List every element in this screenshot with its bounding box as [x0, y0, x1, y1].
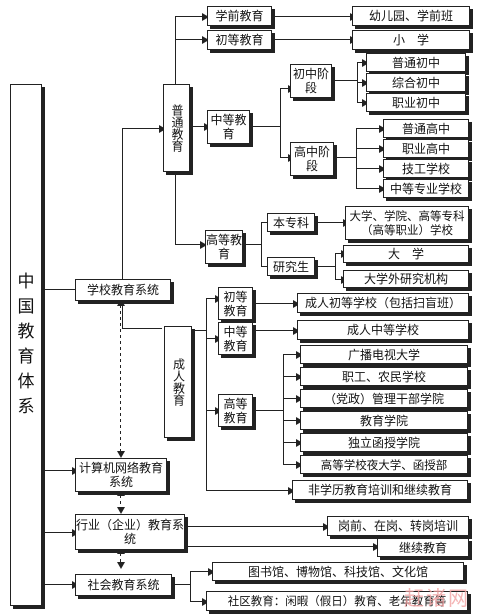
higher-box: 高等教育 [205, 230, 243, 264]
junior-target-2: 综合初中 [366, 73, 466, 92]
preschool-target-box: 幼儿园、学前班 [352, 6, 470, 26]
adult-higher-target-2: 职工、农民学校 [300, 367, 468, 386]
general-edu-box: 普通教育 [163, 84, 190, 172]
junior-target-1: 普通初中 [366, 53, 466, 72]
preschool-box: 学前教育 [207, 6, 272, 26]
adult-higher-target-1: 广播电视大学 [300, 345, 468, 364]
graduate-box: 研究生 [267, 257, 315, 276]
adult-edu-box: 成人教育 [164, 326, 192, 438]
adult-higher-target-6: 高等学校夜大学、函授部 [300, 455, 468, 474]
watermark-logo: 赶诸网 [404, 586, 470, 610]
adult-higher-target-4: 教育学院 [300, 411, 468, 430]
undergrad-target-box: 大学、学院、高等专科（高等职业）学校 [345, 206, 469, 240]
root-box: 中国教育体系 [10, 84, 42, 606]
secondary-box: 中等教育 [207, 110, 250, 144]
adult-higher-target-5: 独立函授学院 [300, 433, 468, 452]
adult-primary-target: 成人初等学校（包括扫盲班） [297, 293, 469, 313]
undergrad-box: 本专科 [267, 213, 315, 232]
senior-box: 高中阶段 [290, 142, 334, 176]
industry-target-1: 岗前、在岗、转岗培训 [327, 516, 469, 536]
social-target-2: 社区教育：闲暇（假日）教育、老年教育等 [206, 591, 468, 611]
senior-target-4: 中等专业学校 [383, 179, 469, 198]
school-system-box: 学校教育系统 [75, 279, 171, 301]
senior-target-2: 职业高中 [383, 139, 469, 158]
industry-system-box: 行业（企业）教育系统 [75, 514, 185, 550]
adult-higher-target-3: （党政）管理干部学院 [300, 389, 468, 408]
graduate-target-1: 大 学 [343, 245, 469, 263]
adult-primary-box: 初等教育 [218, 287, 253, 320]
primary-box: 初等教育 [207, 30, 272, 50]
adult-secondary-target: 成人中等学校 [297, 320, 469, 340]
nondegree-box: 非学历教育培训和继续教育 [292, 480, 468, 500]
graduate-target-2: 大学外研究机构 [343, 270, 469, 288]
adult-higher-box: 高等教育 [218, 394, 253, 427]
primary-target-box: 小 学 [352, 30, 470, 50]
adult-edu-label: 成人教育 [171, 358, 186, 406]
adult-secondary-box: 中等教育 [218, 322, 253, 355]
general-edu-label: 普通教育 [170, 104, 184, 152]
social-target-1: 图书馆、博物馆、科技馆、文化馆 [212, 562, 464, 581]
industry-target-2: 继续教育 [377, 538, 469, 557]
network-system-box: 计算机网络教育系统 [75, 458, 167, 492]
senior-target-3: 技工学校 [383, 159, 469, 178]
junior-target-3: 职业初中 [366, 93, 466, 112]
senior-target-1: 普通高中 [383, 119, 469, 138]
social-system-box: 社会教育系统 [75, 574, 172, 596]
junior-box: 初中阶段 [290, 64, 332, 98]
